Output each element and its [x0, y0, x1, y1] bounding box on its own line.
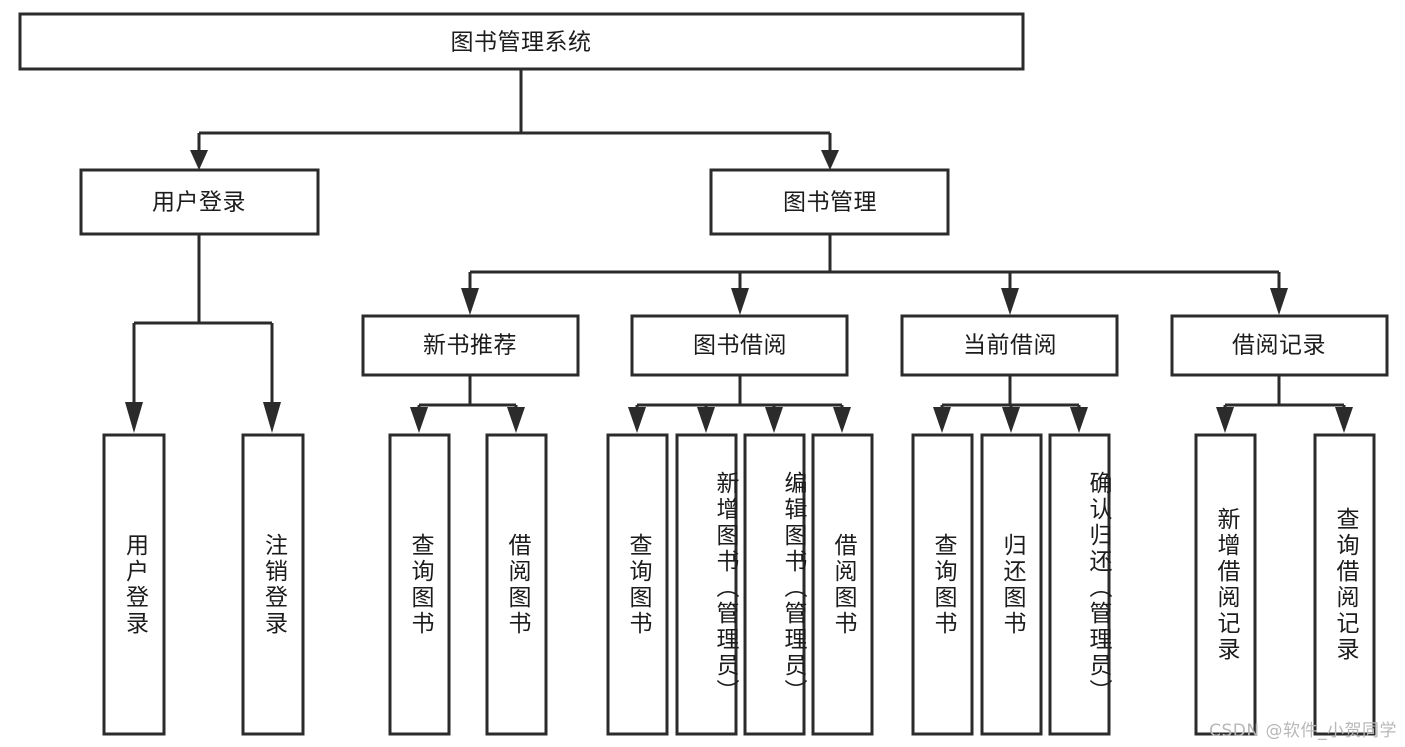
arrow-head-bb-leaf-3	[765, 407, 783, 433]
arrow-head-book-borrow	[731, 288, 749, 315]
arrow-head-current-borrow	[1001, 288, 1019, 315]
leaf-box-bb-query-book[interactable]	[606, 433, 669, 736]
node-book-borrow-label: 图书借阅	[693, 333, 787, 359]
leaf-box-nb-query-book[interactable]	[388, 433, 451, 736]
arrow-head-nb-leaf-2	[507, 407, 525, 433]
node-root-label: 图书管理系统	[451, 30, 592, 56]
node-book-manage-label: 图书管理	[783, 190, 877, 216]
arrow-head-leaf-logout	[263, 402, 281, 433]
arrow-head-leaf-user-login	[125, 402, 143, 433]
leaf-box-bb-borrow-book[interactable]	[811, 433, 874, 736]
watermark-text: CSDN @软件_小贺同学	[1209, 721, 1397, 741]
node-borrow-record-label: 借阅记录	[1232, 333, 1326, 359]
node-root-box[interactable]	[18, 12, 1025, 71]
leaf-box-cb-return-book[interactable]	[980, 433, 1043, 736]
leaf-box-user-login[interactable]	[102, 433, 166, 736]
leaf-box-bb-add-book[interactable]	[675, 433, 738, 736]
node-borrow-record-box[interactable]	[1170, 314, 1389, 377]
arrow-head-nb-leaf-1	[410, 407, 428, 433]
arrow-head-cb-leaf-1	[933, 407, 951, 433]
arrow-head-bb-leaf-1	[628, 407, 646, 433]
node-new-book-label: 新书推荐	[423, 333, 517, 359]
node-book-manage-box[interactable]	[709, 168, 950, 236]
arrow-head-cb-leaf-2	[1002, 407, 1020, 433]
node-current-borrow-box[interactable]	[900, 314, 1119, 377]
arrow-head-user-login	[190, 150, 208, 170]
node-new-book-box[interactable]	[361, 314, 580, 377]
leaf-box-cb-confirm-return[interactable]	[1048, 433, 1111, 736]
leaf-box-br-add-record[interactable]	[1194, 433, 1257, 736]
arrow-head-br-leaf-1	[1216, 407, 1234, 433]
leaf-box-br-query-record[interactable]	[1313, 433, 1376, 736]
leaf-box-nb-borrow-book[interactable]	[485, 433, 548, 736]
arrow-head-borrow-record	[1270, 288, 1288, 315]
node-user-login-label: 用户登录	[152, 190, 246, 216]
arrow-head-book-manage	[821, 150, 839, 170]
arrow-head-cb-leaf-3	[1070, 407, 1088, 433]
leaf-box-bb-edit-book[interactable]	[743, 433, 806, 736]
arrow-head-bb-leaf-4	[833, 407, 851, 433]
leaf-box-cb-query-book[interactable]	[911, 433, 974, 736]
leaf-box-logout[interactable]	[241, 433, 305, 736]
arrow-head-bb-leaf-2	[697, 407, 715, 433]
arrow-head-new-book	[461, 288, 479, 315]
node-current-borrow-label: 当前借阅	[963, 333, 1057, 359]
arrow-head-br-leaf-2	[1335, 407, 1353, 433]
node-book-borrow-box[interactable]	[630, 314, 849, 377]
